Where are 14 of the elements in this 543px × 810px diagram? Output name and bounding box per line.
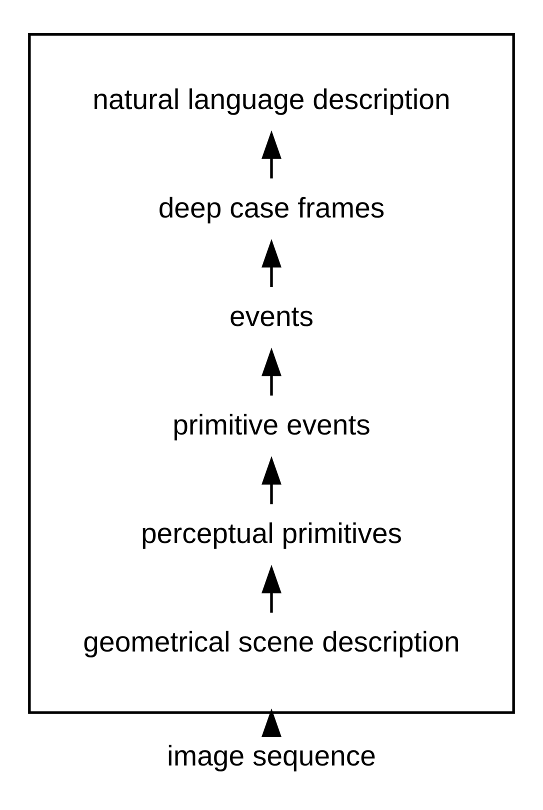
arrow xyxy=(262,564,282,612)
node-text: geometrical scene description xyxy=(83,626,460,658)
arrow xyxy=(262,130,282,178)
arrow xyxy=(262,347,282,396)
node-text: natural language description xyxy=(92,83,450,116)
arrow xyxy=(262,456,282,504)
cluster xyxy=(28,32,515,714)
node-text: perceptual primitives xyxy=(140,518,402,550)
arrow xyxy=(262,238,282,286)
node-text: primitive events xyxy=(172,409,370,442)
arrow xyxy=(262,708,282,737)
node-text: image sequence xyxy=(167,740,376,772)
node-text: events xyxy=(230,300,314,332)
node-text: deep case frames xyxy=(158,192,385,224)
